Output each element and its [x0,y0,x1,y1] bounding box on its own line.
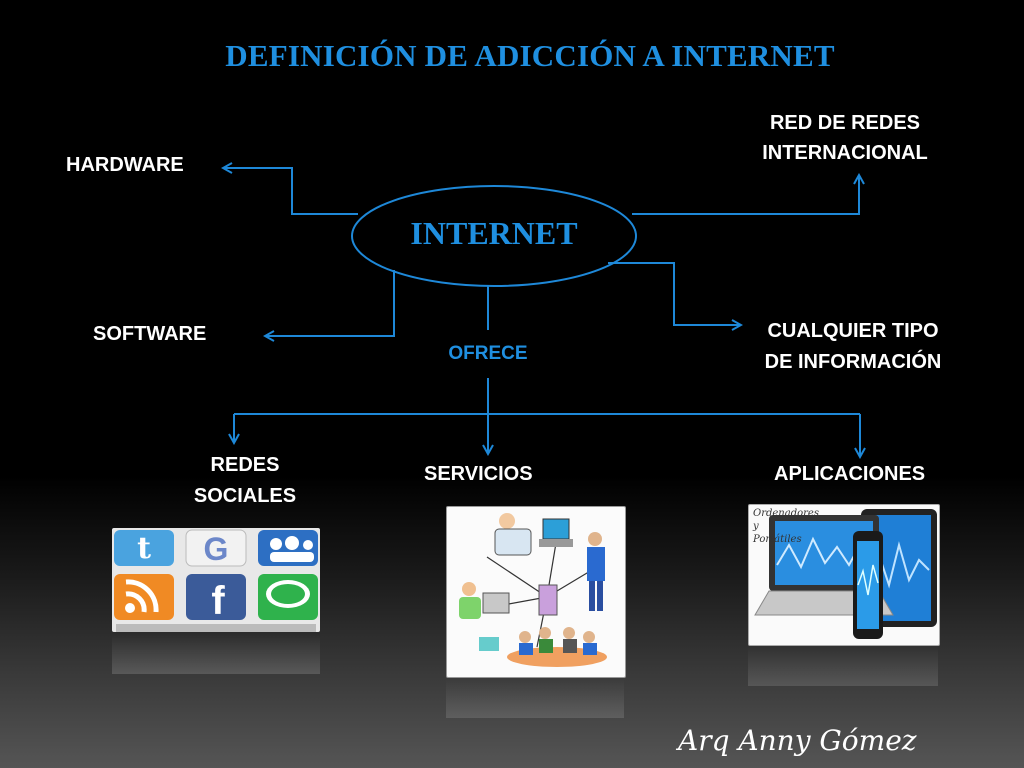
ofrece-label: OFRECE [448,343,528,364]
computer-icon [542,518,570,540]
services-image-reflection [446,678,624,718]
arrow-to-red-de-redes [632,176,859,215]
page-title: DEFINICIÓN DE ADICCIÓN A INTERNET [225,38,835,73]
arrow-to-software [266,270,395,336]
red-de-redes-line2: INTERNACIONAL [762,142,928,164]
facebook-icon [186,574,246,620]
social-icons-grid: t G f [114,529,318,632]
devices-image-reflection [748,646,938,686]
red-de-redes-label: RED DE REDES INTERNACIONAL [720,108,970,168]
redes-sociales-line1: REDES [210,454,280,476]
arrow-to-hardware [224,168,358,215]
social-media-icons-image: t G f [112,528,320,632]
twitter-icon [114,530,174,566]
hardware-label: HARDWARE [66,154,184,176]
laptop-tablet-phone-illustration [754,509,937,639]
svg-text:G: G [204,531,229,567]
arrow-to-informacion [608,262,740,325]
svg-text:t: t [137,531,151,566]
network-people-illustration [459,513,607,667]
desktop-icon [482,592,510,614]
software-label: SOFTWARE [93,323,207,345]
internet-node-label: INTERNET [410,215,578,251]
internet-ellipse [351,185,637,287]
server-icon [538,584,558,616]
google-icon [185,529,247,567]
social-icons-reflection [112,634,320,674]
services-network-image [446,506,626,678]
redes-sociales-label: REDES SOCIALES [170,450,320,512]
businessman-icon [588,532,602,546]
devices-caption-line3: Portátiles [753,534,802,545]
informacion-line1: CUALQUIER TIPO [767,320,939,342]
devices-caption-line2: y [753,521,759,532]
author-signature: Arq Anny Gómez [678,724,917,757]
svg-text:f: f [211,579,225,623]
informacion-line2: DE INFORMACIÓN [764,351,942,373]
devices-caption: Ordenadores y Portátiles [753,507,819,546]
aplicaciones-label: APLICACIONES [774,463,926,485]
rss-icon [114,574,174,620]
devices-caption-line1: Ordenadores [753,508,819,519]
woman-icon [462,582,476,596]
person-icon [499,513,515,529]
servicios-label: SERVICIOS [424,463,533,485]
red-de-redes-line1: RED DE REDES [769,112,921,134]
informacion-label: CUALQUIER TIPO DE INFORMACIÓN [738,316,968,378]
redes-sociales-line2: SOCIALES [193,485,297,507]
devices-image: Ordenadores y Portátiles [748,504,940,646]
